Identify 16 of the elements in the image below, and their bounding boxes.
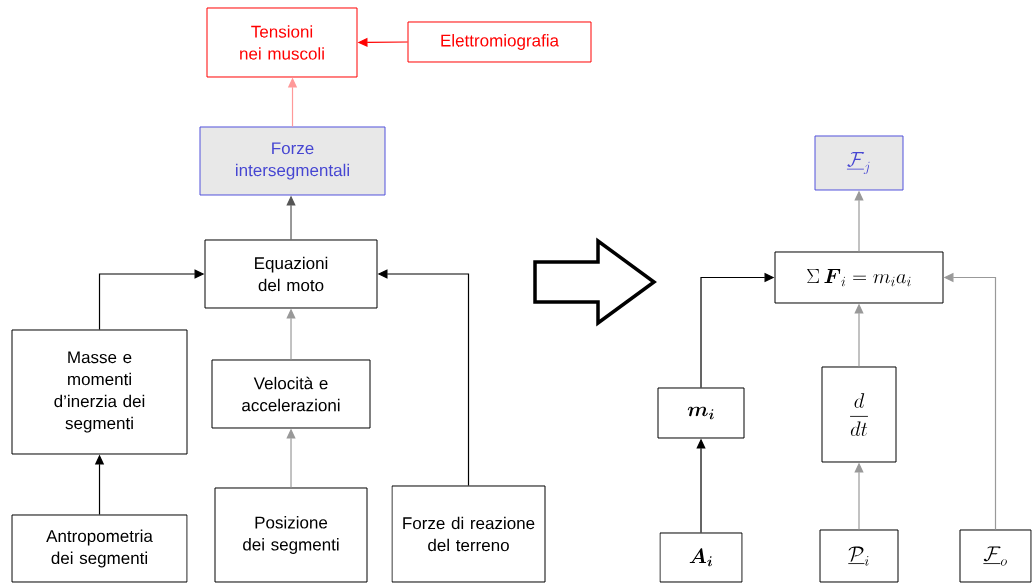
result-box: $\underline{\mathcal{F}}_j$: [814, 135, 904, 191]
process-box: $\Sigma\,\boldsymbol{F}_i = m_i a_i$: [774, 251, 944, 304]
process-box: Equazioni del moto: [204, 239, 378, 309]
process-box: $\boldsymbol{m_i}$: [657, 387, 745, 439]
process-box: Elettromiografia: [407, 21, 592, 63]
process-box: Posizione dei segmenti: [214, 487, 368, 583]
process-box: $\underline{\mathcal{P}}_i$: [819, 529, 899, 583]
process-box: Antropometria dei segmenti: [11, 514, 188, 583]
process-box: $\boldsymbol{A_i}$: [659, 532, 743, 583]
process-box: Masse e momenti d’inerzia dei segmenti: [11, 329, 188, 455]
process-box: Forze di reazione del terreno: [391, 485, 546, 583]
process-box: Velocità e accelerazioni: [211, 359, 371, 429]
process-box: $\dfrac{d}{dt}$: [821, 366, 897, 463]
process-box: $\underline{\mathcal{F}}_o$: [959, 529, 1032, 583]
result-box: Forze intersegmentali: [199, 126, 386, 196]
process-box: Tensioni nei muscoli: [206, 7, 358, 78]
